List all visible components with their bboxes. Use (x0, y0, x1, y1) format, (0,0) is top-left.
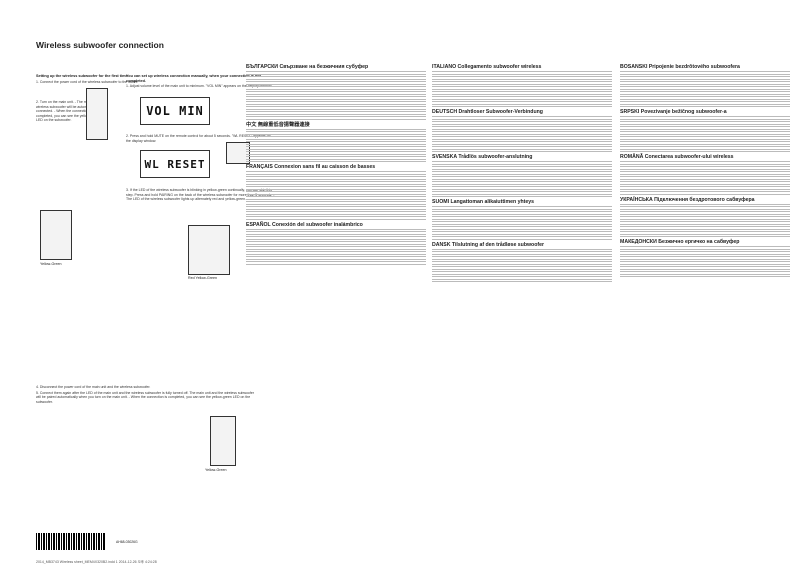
section-italian: ITALIANO Collegamento subwoofer wireless (432, 64, 542, 70)
english-section: Setting up the wireless subwoofer for th… (36, 72, 236, 85)
section-german: DEUTSCH Drahtloser Subwoofer-Verbindung (432, 109, 543, 116)
step-3: 3. If the LED of the wireless subwoofer … (126, 188, 275, 202)
barcode-icon (36, 533, 106, 550)
section-finnish: SUOMI Langattoman alikaiuttimen yhteys (432, 199, 535, 206)
step-4-5-wrap: 4. Disconnect the power cord of the main… (36, 385, 256, 405)
step-1: 1. Connect the power cord of the wireles… (36, 79, 138, 84)
middle-languages: БЪЛГАРСКИ Свързване на безжичния субуфер… (246, 62, 426, 266)
section-romanian: ROMÂNĂ Conectarea subwoofer-ului wireles… (620, 154, 734, 161)
step-4: 4. Disconnect the power cord of the main… (36, 385, 151, 389)
step-2c-wrap: 2. Press and hold MUTE on the remote con… (126, 134, 276, 144)
step-3-wrap: 3. If the LED of the wireless subwoofer … (126, 188, 276, 203)
english-section-2: 2. Turn on the main unit. - The main uni… (36, 100, 106, 124)
right-languages: BOSANSKI Pripojenie bezdrôtového subwoof… (620, 62, 790, 279)
lcd-vol-min: VOL MIN (140, 97, 210, 125)
section-chinese: 中文 無線重低音揚聲器連接 (246, 121, 310, 128)
section-french: FRANÇAIS Connexion sans fil au caisson d… (246, 164, 376, 171)
section-swedish: SVENSKA Trådlös subwoofer-anslutning (432, 154, 533, 161)
remote-illustration (226, 142, 250, 164)
main-unit-illustration (86, 88, 108, 140)
section-bulgarian: БЪЛГАРСКИ Свързване на безжичния субуфер (246, 64, 369, 70)
step-2c: 2. Press and hold MUTE on the remote con… (126, 134, 271, 143)
section-spanish: ESPAÑOL Conexión del subwoofer inalámbri… (246, 221, 363, 228)
section-danish: DANSK Tilslutning af den trådløse subwoo… (432, 241, 545, 248)
section-serbian: SRPSKI Povezivanje bežičnog subwoofer-a (620, 109, 727, 116)
section-macedonian: МАКЕДОНСКИ Безжично ергичко на сабвуфер (620, 239, 740, 246)
step-5: 5. Connect them again after the LED of t… (36, 390, 254, 404)
page-title: Wireless subwoofer connection (36, 40, 164, 50)
subwoofer-back-illustration (188, 225, 230, 275)
heading-first-setup: Setting up the wireless subwoofer for th… (36, 74, 128, 78)
subwoofer-illustration-2 (210, 416, 236, 466)
subwoofer-illustration (40, 210, 72, 260)
led-red-yellow-green: Red Yellow-Green (188, 276, 217, 280)
manual-section: You can set up wireless connection manua… (126, 72, 276, 90)
manual-heading: You can set up wireless connection manua… (126, 74, 261, 83)
step-2b: 1. Adjust volume level of the main unit … (126, 84, 273, 89)
section-bosnian: BOSANSKI Pripojenie bezdrôtového subwoof… (620, 64, 740, 70)
section-ukrainian: УКРАЇНСЬКА Підключення бездротового сабв… (620, 196, 755, 203)
led-yellow-green-2: Yellow-Green (205, 468, 227, 472)
barcode-number: AH68-03026G (116, 540, 138, 544)
lcd-wl-reset: WL RESET (140, 150, 210, 178)
led-yellow-green: Yellow-Green (40, 262, 62, 266)
step-2: 2. Turn on the main unit. - The main uni… (36, 100, 105, 123)
print-footer: 2014_MB3743 Wireless sheet_MEM4X320B2.in… (36, 560, 157, 564)
right-middle-languages: ITALIANO Collegamento subwoofer wireless… (432, 62, 612, 284)
